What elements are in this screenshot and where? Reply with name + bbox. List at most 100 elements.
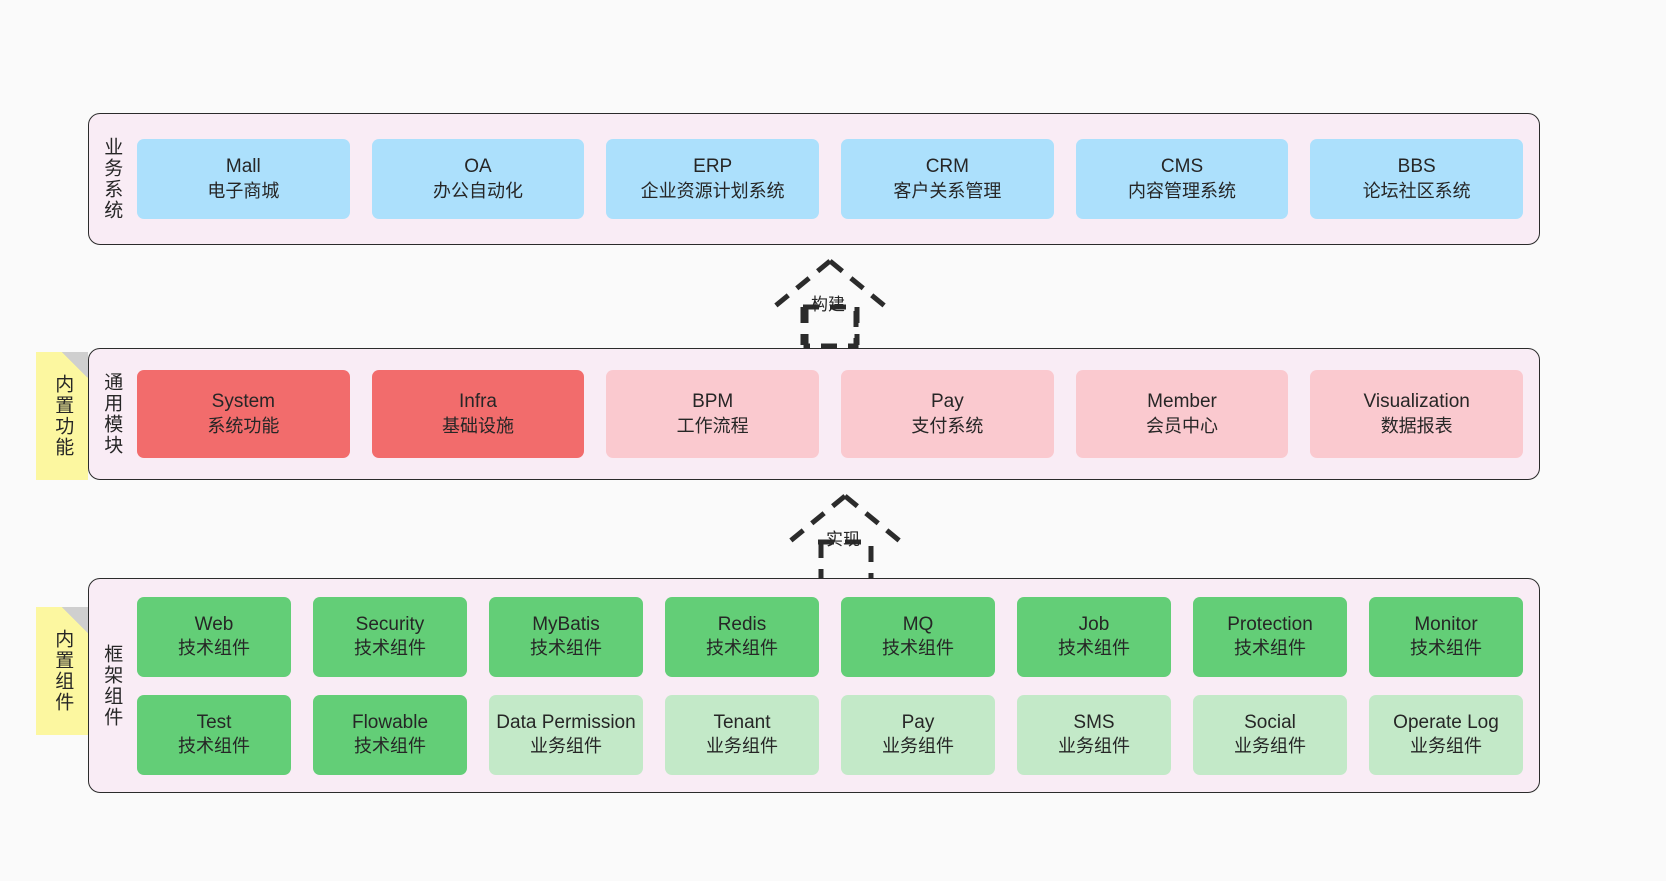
card-subtitle: 技术组件 <box>178 736 250 757</box>
card-title: BPM <box>692 391 734 413</box>
card-protection[interactable]: Protection 技术组件 <box>1193 596 1347 677</box>
card-subtitle: 基础设施 <box>442 415 514 436</box>
card-title: Web <box>194 613 234 635</box>
card-subtitle: 技术组件 <box>530 638 602 659</box>
card-title: Flowable <box>351 711 429 733</box>
card-title: Monitor <box>1414 613 1478 635</box>
card-title: CRM <box>925 156 969 178</box>
sticky-note-built-in-components-label: 内置组件 <box>52 629 74 713</box>
card-social[interactable]: Social 业务组件 <box>1193 694 1347 775</box>
sticky-note-built-in-components: 内置组件 <box>36 607 88 735</box>
card-subtitle: 技术组件 <box>354 736 426 757</box>
card-title: Security <box>355 613 425 635</box>
card-title: Pay <box>901 711 935 733</box>
card-mybatis[interactable]: MyBatis 技术组件 <box>489 596 643 677</box>
card-subtitle: 论坛社区系统 <box>1362 180 1471 201</box>
card-title: Visualization <box>1363 391 1470 413</box>
card-web[interactable]: Web 技术组件 <box>137 596 291 677</box>
card-title: Job <box>1078 613 1110 635</box>
card-flowable[interactable]: Flowable 技术组件 <box>313 694 467 775</box>
card-title: Operate Log <box>1393 711 1499 733</box>
connector-implement-label: 实现 <box>826 530 860 549</box>
card-subtitle: 技术组件 <box>882 638 954 659</box>
card-title: CMS <box>1160 156 1204 178</box>
card-title: ERP <box>693 156 733 178</box>
card-subtitle: 会员中心 <box>1146 415 1219 436</box>
card-title: Social <box>1244 711 1296 733</box>
card-sms[interactable]: SMS 业务组件 <box>1017 694 1171 775</box>
card-subtitle: 系统功能 <box>207 415 280 436</box>
card-subtitle: 电子商城 <box>207 180 280 201</box>
card-monitor[interactable]: Monitor 技术组件 <box>1369 596 1523 677</box>
sticky-note-built-in-features: 内置功能 <box>36 352 88 480</box>
card-mq[interactable]: MQ 技术组件 <box>841 596 995 677</box>
card-subtitle: 办公自动化 <box>433 180 523 201</box>
card-subtitle: 技术组件 <box>1234 638 1306 659</box>
card-title: SMS <box>1073 711 1115 733</box>
card-subtitle: 业务组件 <box>882 736 954 757</box>
card-tenant[interactable]: Tenant 业务组件 <box>665 694 819 775</box>
card-subtitle: 业务组件 <box>706 736 778 757</box>
layer-modules-title: 通用模块 <box>101 372 123 456</box>
card-subtitle: 业务组件 <box>530 736 602 757</box>
sticky-fold-corner-icon <box>62 607 88 633</box>
layer-business-title: 业务系统 <box>101 137 123 221</box>
connector-implement-arrow <box>787 494 903 545</box>
card-subtitle: 客户关系管理 <box>893 180 1002 201</box>
card-subtitle: 企业资源计划系统 <box>640 180 785 201</box>
card-subtitle: 数据报表 <box>1380 415 1453 436</box>
card-title: Data Permission <box>496 711 636 733</box>
card-subtitle: 技术组件 <box>706 638 778 659</box>
card-title: OA <box>464 156 492 178</box>
sticky-fold-corner-icon <box>62 352 88 378</box>
card-title: Pay <box>930 391 964 413</box>
card-title: MyBatis <box>532 613 600 635</box>
card-data-permission[interactable]: Data Permission 业务组件 <box>489 694 643 775</box>
card-test[interactable]: Test 技术组件 <box>137 694 291 775</box>
sticky-note-built-in-features-label: 内置功能 <box>52 374 74 458</box>
card-title: MQ <box>902 613 934 635</box>
card-subtitle: 业务组件 <box>1234 736 1306 757</box>
card-title: BBS <box>1397 156 1436 178</box>
card-subtitle: 技术组件 <box>178 638 250 659</box>
card-subtitle: 支付系统 <box>911 415 984 436</box>
card-title: Infra <box>458 391 498 413</box>
card-subtitle: 技术组件 <box>1410 638 1482 659</box>
card-subtitle: 工作流程 <box>676 415 749 436</box>
connector-build-label: 构建 <box>811 295 845 314</box>
card-subtitle: 业务组件 <box>1058 736 1130 757</box>
card-subtitle: 内容管理系统 <box>1128 180 1237 201</box>
card-title: Protection <box>1227 613 1313 635</box>
card-title: Test <box>196 711 232 733</box>
layer-framework-title: 框架组件 <box>101 643 123 728</box>
card-title: System <box>211 391 276 413</box>
card-title: Tenant <box>713 711 771 733</box>
card-pay[interactable]: Pay 业务组件 <box>841 694 995 775</box>
